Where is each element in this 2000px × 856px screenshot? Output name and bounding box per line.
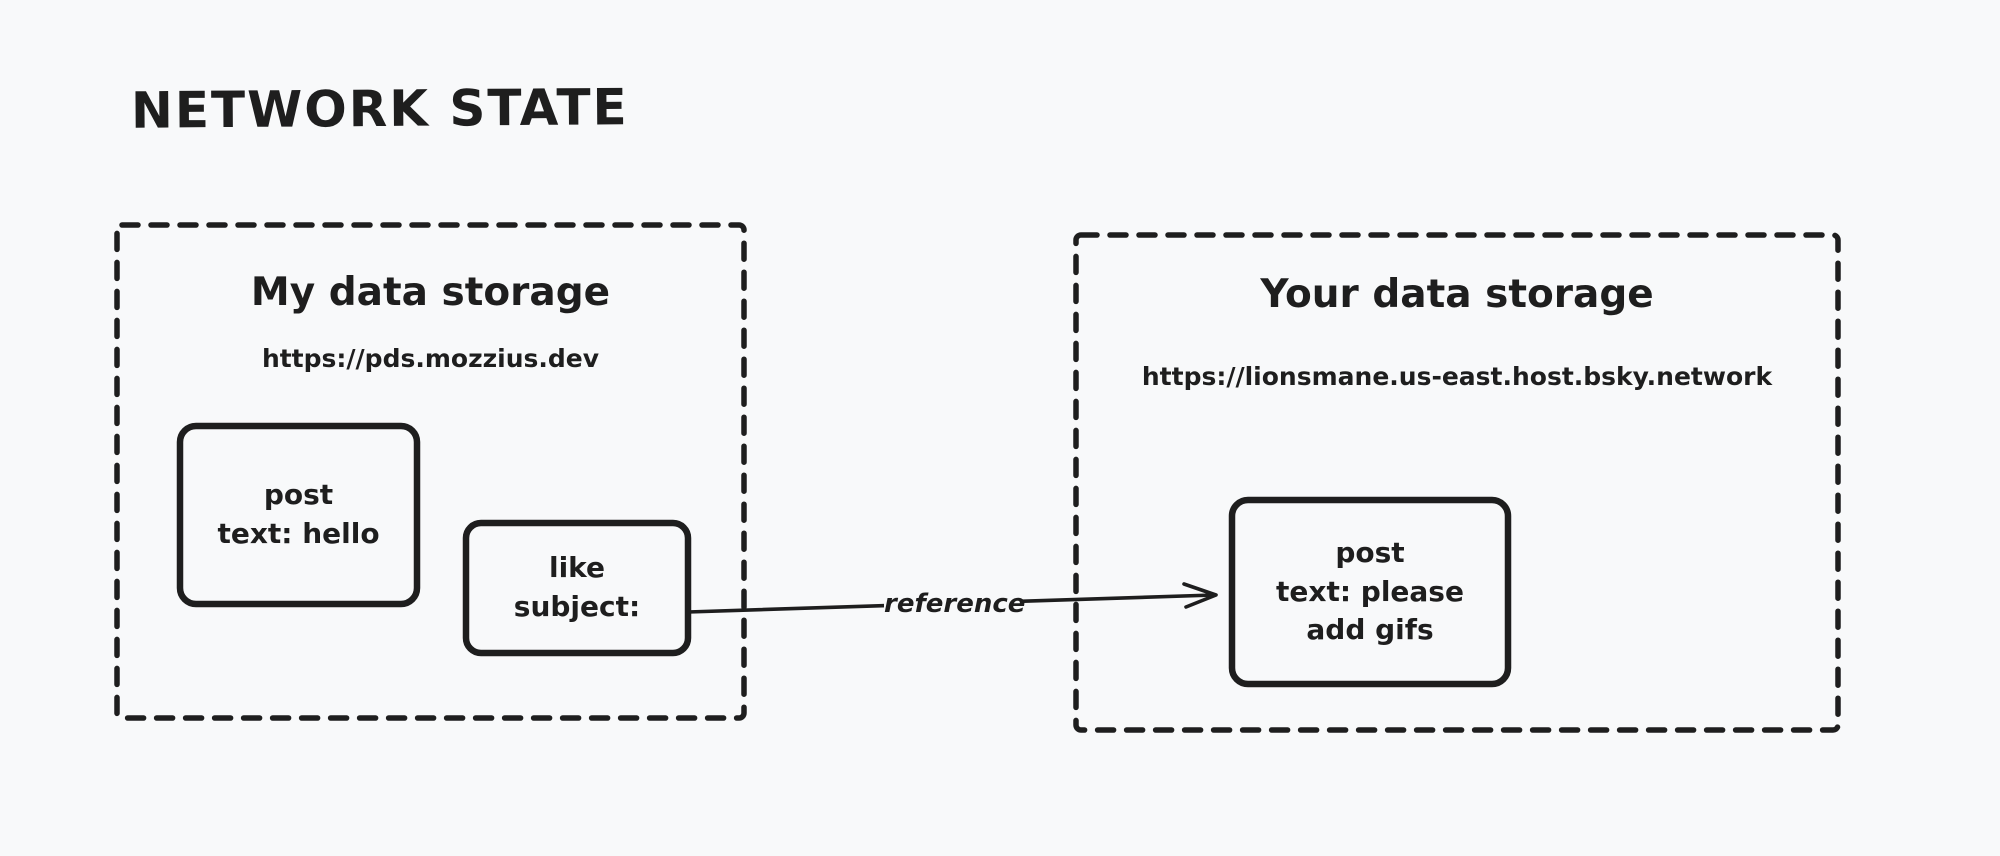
my-data-storage-border <box>114 222 747 721</box>
post-card-right-line-1: post <box>1335 536 1405 570</box>
your-data-storage-border <box>1073 232 1841 733</box>
like-card-line-2: subject: <box>513 590 641 623</box>
your-data-storage-title: Your data storage <box>1260 272 1654 317</box>
page-title: NETWORK STATE <box>130 78 629 140</box>
post-card-shape-right <box>1228 496 1512 688</box>
your-data-storage-url: https://lionsmane.us-east.host.bsky.netw… <box>1141 362 1773 391</box>
my-data-storage-title: My data storage <box>250 270 611 315</box>
reference-arrow-label: reference <box>884 589 1026 619</box>
post-card-right-line-3: add gifs <box>1306 613 1434 647</box>
like-card: like subject: <box>466 523 688 653</box>
post-card-shape-left <box>176 422 421 608</box>
post-card-right: post text: please add gifs <box>1232 500 1508 684</box>
my-data-storage-url: https://pds.mozzius.dev <box>261 344 600 373</box>
post-card-right-line-2: text: please <box>1276 574 1464 608</box>
like-card-line-1: like <box>548 551 606 585</box>
post-card-left-line-2: text: hello <box>217 517 380 550</box>
like-card-shape <box>462 519 692 657</box>
reference-arrowhead-icon <box>1182 582 1218 609</box>
post-card-left: post text: hello <box>180 426 417 604</box>
post-card-left-line-1: post <box>263 478 334 512</box>
